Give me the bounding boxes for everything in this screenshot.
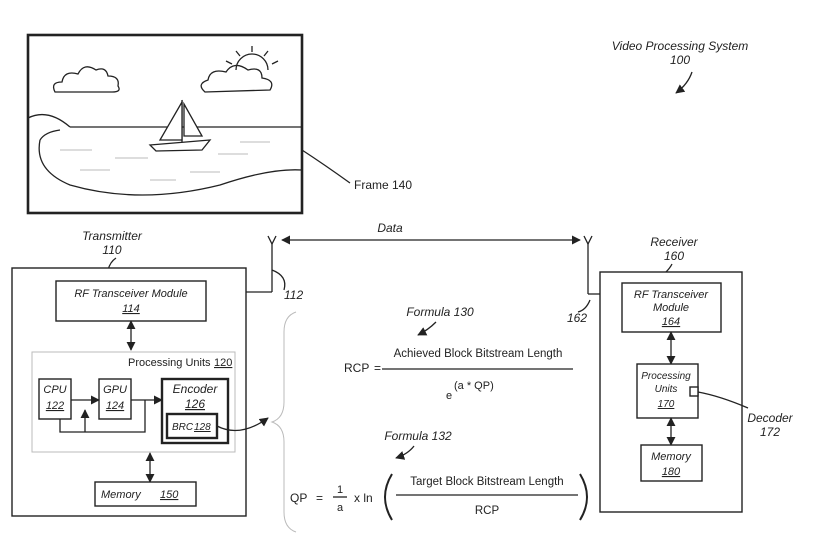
shore-upper: [27, 113, 71, 128]
transmitter-title: Transmitter: [82, 229, 143, 243]
receiver-ref: 160: [664, 249, 684, 263]
formula-130-title: Formula 130: [406, 305, 474, 319]
formula-brace: [270, 311, 297, 533]
antenna-162-leader: [577, 299, 591, 313]
encoder-ref: 126: [185, 397, 205, 411]
rx-memory-ref: 180: [662, 466, 681, 478]
rx-rf-module-label-2: Module: [653, 302, 689, 314]
formula-132-one: 1: [337, 484, 343, 496]
rx-memory-box: [640, 444, 703, 482]
water-lines: [60, 141, 270, 181]
decoder-ref: 172: [760, 425, 780, 439]
frame-leader-line: [301, 149, 351, 184]
tx-memory-box: [94, 481, 197, 507]
receiver-title: Receiver: [650, 235, 698, 249]
formula-130-lhs: RCP: [344, 361, 369, 375]
cpu-ref: 122: [46, 400, 64, 412]
frame-label: Frame 140: [354, 178, 412, 192]
gpu-label: GPU: [103, 384, 127, 396]
cpu-label: CPU: [43, 384, 66, 396]
tx-rf-module-box: [55, 280, 207, 322]
sailboat-icon: [148, 99, 212, 152]
encoder-feedback-line: [59, 400, 146, 433]
sun-rays-icon: [225, 46, 279, 65]
brc-to-formulas-arrow: [216, 417, 269, 432]
system-ref: 100: [670, 53, 690, 67]
transmitter-antenna-icon: [246, 235, 277, 293]
tx-memory-ref: 150: [160, 489, 179, 501]
rx-processing-units-label-1: Processing: [641, 371, 691, 382]
rx-rf-module-box: [621, 282, 722, 333]
shore-lower: [38, 139, 303, 196]
rx-processing-units-box: [636, 363, 699, 419]
brc-ref: 128: [194, 422, 211, 433]
tx-processing-units-ref: 120: [214, 357, 232, 369]
cloud-left-icon: [52, 66, 120, 93]
formula-132-left-paren: [384, 473, 393, 521]
cpu-box: [38, 378, 72, 420]
decoder-box: [689, 386, 699, 397]
shore-left: [39, 129, 61, 141]
formula-132-lhs: QP: [290, 491, 307, 505]
encoder-label: Encoder: [173, 382, 219, 396]
formula-132-arrow: [395, 445, 415, 460]
formula-132-a: a: [337, 502, 344, 514]
brc-box: [165, 412, 219, 440]
system-ref-arrow: [675, 71, 693, 94]
formula-132-eq: =: [316, 491, 323, 505]
formula-132-times-ln: x ln: [354, 491, 373, 505]
transmitter-ref: 110: [102, 243, 121, 257]
receiver-antenna-ref: 162: [567, 311, 587, 325]
antenna-112-leader: [271, 269, 286, 291]
formula-130-numerator: Achieved Block Bitstream Length: [394, 348, 563, 360]
tx-memory-label: Memory: [101, 489, 142, 501]
data-label: Data: [377, 221, 403, 235]
formula-130-exponent: (a * QP): [454, 380, 494, 392]
tx-rf-module-label: RF Transceiver Module: [74, 288, 187, 300]
tx-rf-module-ref: 114: [122, 303, 140, 315]
formula-130-arrow: [417, 321, 437, 336]
system-title: Video Processing System: [612, 39, 749, 53]
formula-132-title: Formula 132: [384, 429, 452, 443]
rx-rf-module-label-1: RF Transceiver: [634, 289, 710, 301]
tx-processing-units-box: [31, 351, 236, 453]
rx-processing-units-label-2: Units: [655, 384, 678, 395]
transmitter-antenna-ref: 112: [284, 288, 303, 302]
tx-processing-units-label: Processing Units: [128, 357, 211, 369]
decoder-label: Decoder: [747, 411, 793, 425]
rx-rf-module-ref: 164: [662, 316, 680, 328]
receiver-ref-leader: [665, 263, 673, 273]
gpu-box: [98, 378, 132, 420]
rx-processing-units-ref: 170: [658, 399, 675, 410]
brc-label: BRC: [172, 422, 194, 433]
formula-132-numerator: Target Block Bitstream Length: [410, 476, 563, 488]
frame-picture: [26, 33, 304, 215]
frame-border: [26, 33, 304, 215]
formula-132-right-paren: [579, 473, 588, 521]
gpu-ref: 124: [106, 400, 124, 412]
decoder-leader: [697, 391, 749, 409]
sun-icon: [235, 53, 269, 71]
formula-130-eq: =: [374, 361, 381, 375]
formula-130-base: e: [446, 390, 452, 402]
formula-132-denominator: RCP: [475, 505, 500, 517]
rx-memory-label: Memory: [651, 451, 692, 463]
receiver-antenna-icon: [583, 235, 600, 295]
